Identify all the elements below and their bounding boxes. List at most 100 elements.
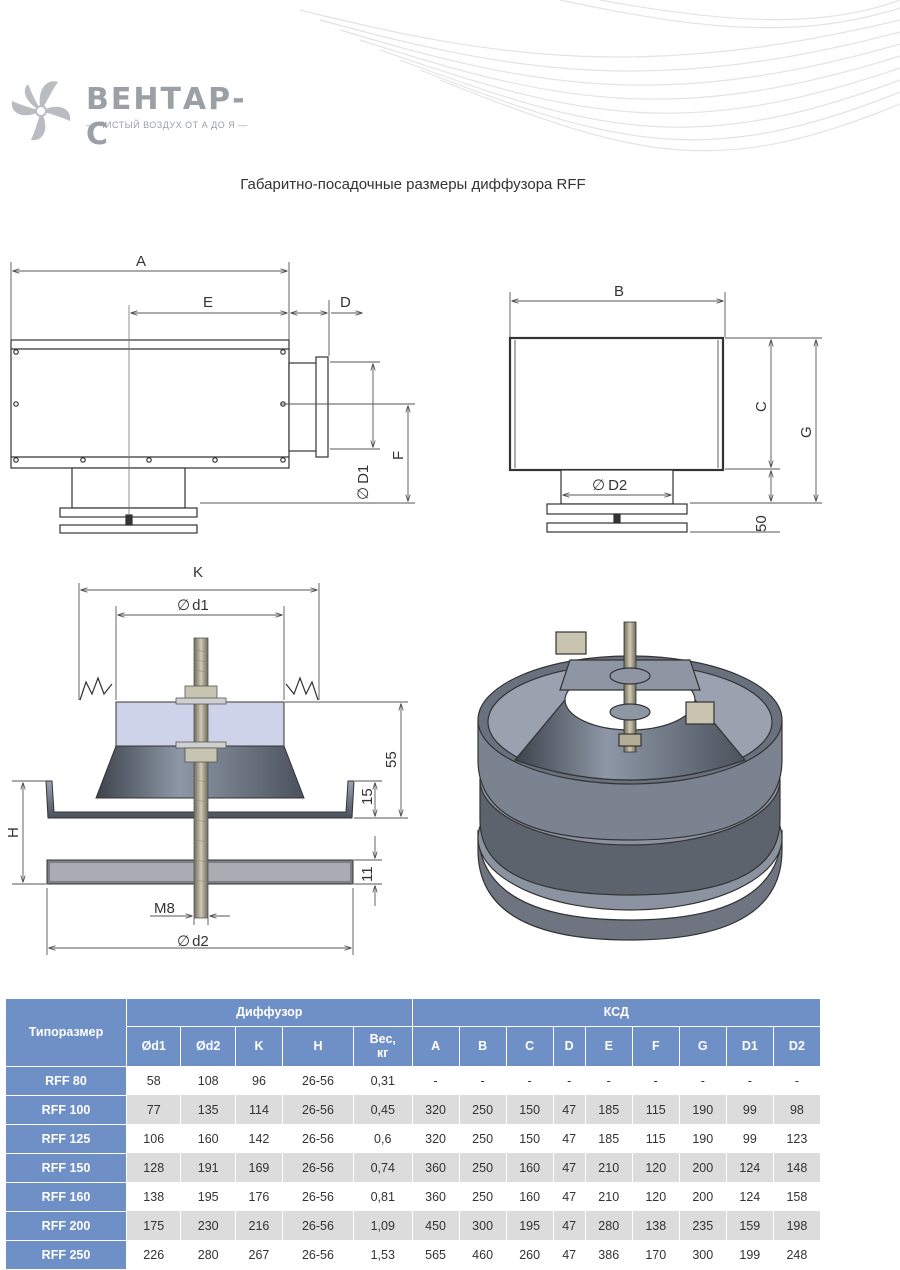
table-cell: 0,31 [353,1066,413,1095]
table-cell: 123 [773,1124,822,1153]
table-cell: 250 [459,1182,507,1211]
header-group-diffuser: Диффузор [126,999,413,1027]
row-size-cell: RFF 100 [6,1095,127,1125]
table-cell: 250 [459,1124,507,1153]
diffuser-3d-render [477,621,783,941]
logo-name: ВЕНТАР-С [86,82,247,152]
table-cell: - [553,1066,586,1095]
table-cell: 0,81 [353,1182,413,1211]
col-header: E [585,1026,633,1067]
dim-label-M8: M8 [154,900,175,917]
table-cell: 108 [180,1066,236,1095]
table-cell: 77 [126,1095,182,1124]
dim-label-dia-d1: ∅d1 [177,597,209,614]
row-size-cell: RFF 250 [6,1240,127,1270]
front-view-drawing [10,305,329,534]
table-cell: 460 [459,1240,507,1269]
table-cell: 99 [726,1095,774,1124]
dim-label-15: 15 [359,788,376,805]
table-cell: 120 [632,1153,680,1182]
dim-label-dia-d2: ∅d2 [177,933,209,950]
dim-label-dia-D2: ∅D2 [592,477,627,494]
dim-label-11: 11 [359,866,376,882]
table-cell: 185 [585,1095,633,1124]
table-cell: 0,74 [353,1153,413,1182]
table-cell: 230 [180,1211,236,1240]
table-cell: 195 [180,1182,236,1211]
logo-tagline: — ЧИСТЫЙ ВОЗДУХ ОТ А ДО Я — [86,120,248,130]
table-cell: 26-56 [282,1153,354,1182]
table-cell: 138 [126,1182,182,1211]
col-header-weight: Вес,кг [353,1026,413,1067]
table-cell: 170 [632,1240,680,1269]
table-cell: 47 [553,1211,586,1240]
table-cell: 175 [126,1211,182,1240]
col-header: D2 [773,1026,822,1067]
table-cell: - [412,1066,460,1095]
table-cell: 176 [235,1182,283,1211]
dim-label-50: 50 [753,515,770,532]
table-cell: 169 [235,1153,283,1182]
row-size-cell: RFF 160 [6,1182,127,1212]
header-size: Типоразмер [6,999,127,1067]
table-cell: 47 [553,1124,586,1153]
table-cell: 320 [412,1124,460,1153]
col-header: Ød1 [126,1026,182,1067]
table-cell: 150 [506,1124,554,1153]
table-cell: 47 [553,1182,586,1211]
dim-label-H: H [5,827,22,838]
table-cell: 47 [553,1095,586,1124]
table-cell: - [726,1066,774,1095]
table-cell: 160 [180,1124,236,1153]
dim-label-E: E [203,294,213,311]
table-cell: 114 [235,1095,283,1124]
table-cell: 300 [459,1211,507,1240]
table-cell: 200 [679,1153,727,1182]
col-header: C [506,1026,554,1067]
row-size-cell: RFF 200 [6,1211,127,1241]
dim-label-55: 55 [383,751,400,768]
table-cell: 199 [726,1240,774,1269]
dim-label-G: G [798,426,815,438]
dim-label-D: D [340,294,351,311]
table-cell: 26-56 [282,1240,354,1269]
table-cell: 565 [412,1240,460,1269]
table-cell: 210 [585,1153,633,1182]
table-cell: 26-56 [282,1124,354,1153]
table-cell: 99 [726,1124,774,1153]
fan-logo-icon [11,81,71,141]
table-cell: 190 [679,1095,727,1124]
table-cell: 160 [506,1153,554,1182]
table-cell: 47 [553,1153,586,1182]
table-cell: 135 [180,1095,236,1124]
table-cell: - [679,1066,727,1095]
table-cell: - [459,1066,507,1095]
col-header: A [412,1026,460,1067]
col-header: G [679,1026,727,1067]
table-cell: 142 [235,1124,283,1153]
table-cell: 360 [412,1153,460,1182]
row-size-cell: RFF 80 [6,1066,127,1096]
dim-label-A: A [136,253,146,270]
table-cell: 26-56 [282,1182,354,1211]
col-header: H [282,1026,354,1067]
dim-label-B: B [614,283,624,300]
table-cell: 160 [506,1182,554,1211]
table-cell: 320 [412,1095,460,1124]
table-cell: 96 [235,1066,283,1095]
section-drawing [45,637,355,919]
table-cell: 58 [126,1066,182,1095]
col-header: B [459,1026,507,1067]
table-cell: 450 [412,1211,460,1240]
table-cell: 128 [126,1153,182,1182]
table-cell: 115 [632,1095,680,1124]
table-cell: 1,53 [353,1240,413,1269]
table-cell: 26-56 [282,1066,354,1095]
table-cell: 124 [726,1153,774,1182]
